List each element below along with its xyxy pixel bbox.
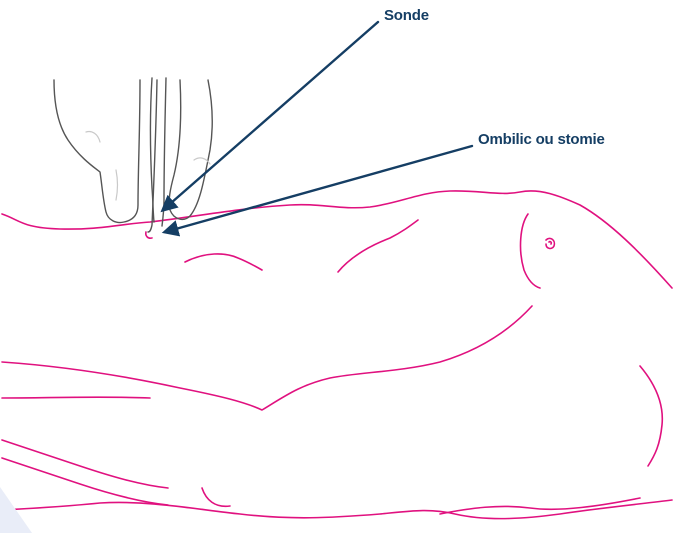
abdomen-top-contour: [2, 191, 672, 288]
knuckle-shade-1: [86, 131, 100, 142]
navel-mark: [146, 232, 152, 238]
nipple-inner: [549, 242, 551, 244]
leg-line-1: [2, 440, 168, 488]
finger-3: [162, 78, 166, 226]
finger-1: [54, 80, 140, 223]
flank-contour: [2, 306, 532, 410]
knee-contour: [202, 488, 230, 506]
rib-line-1: [185, 254, 262, 270]
chest-contour: [521, 214, 540, 288]
patient-body-outline: [2, 191, 672, 519]
nipple-outer: [546, 238, 554, 248]
sheet-fold: [440, 498, 640, 514]
hand-drawing: [54, 78, 212, 232]
callout-arrows: [163, 22, 472, 232]
corner-decoration: [0, 487, 32, 533]
navel-or-stoma-label: Ombilic ou stomie: [478, 132, 605, 147]
rib-line-2: [338, 220, 418, 272]
knuckle-shade-2: [116, 170, 118, 200]
hand-shading: [86, 131, 210, 200]
probe-label: Sonde: [384, 8, 429, 23]
hip-line: [2, 397, 150, 398]
probe-tube: [148, 80, 157, 232]
bottom-contour: [2, 500, 672, 519]
ombilic-arrow: [165, 146, 472, 232]
shoulder-contour: [640, 366, 662, 466]
